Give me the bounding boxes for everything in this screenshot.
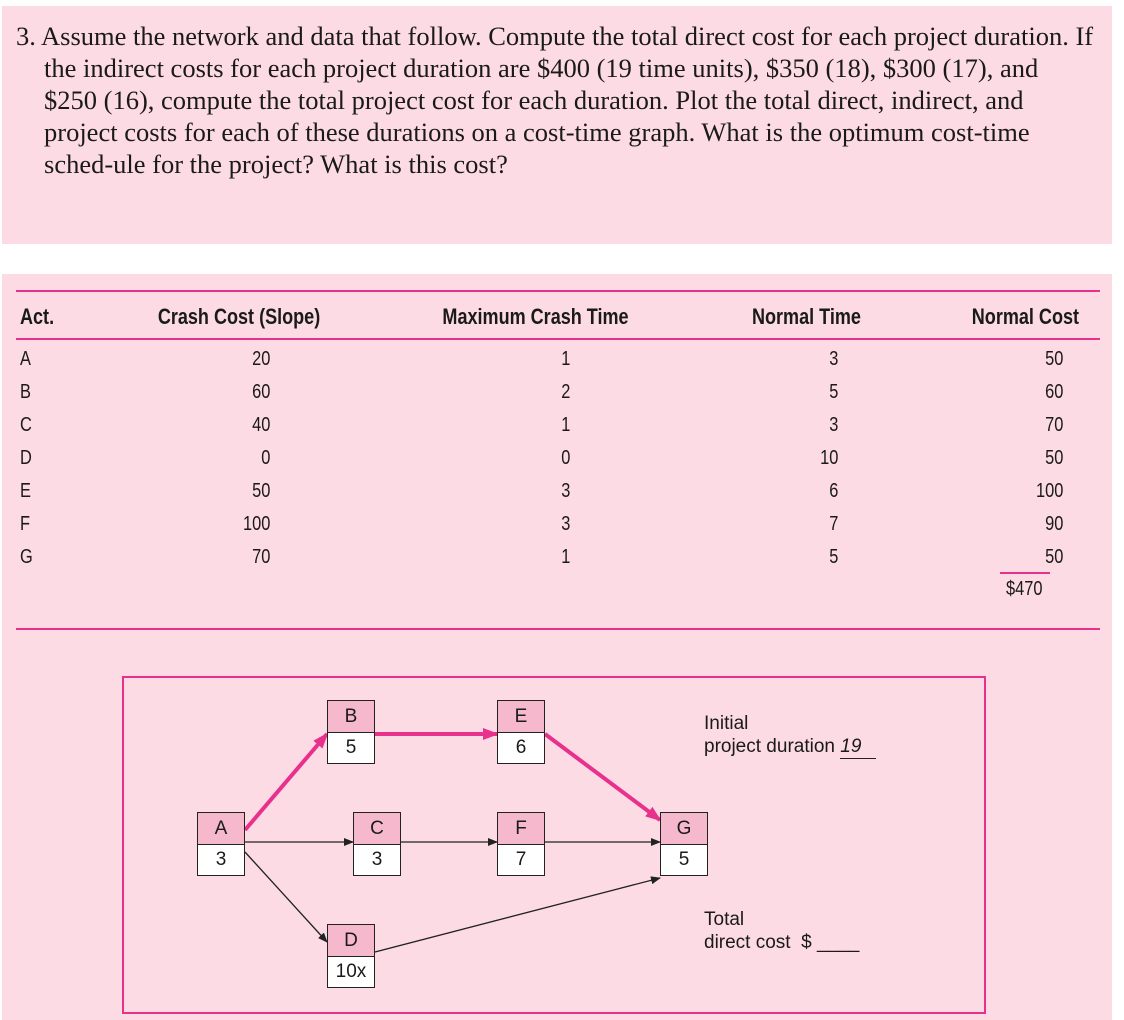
header-normal-time: Normal Time [751, 304, 861, 329]
activity-cell: B [20, 381, 31, 403]
initial-label-2: project duration [704, 736, 835, 757]
table-cell: 2 [561, 381, 571, 403]
table-cell: 70 [252, 546, 271, 568]
node-f-duration: 7 [498, 845, 544, 875]
total-direct-cost-note: Total direct cost $ ____ [704, 908, 859, 954]
table-cell: 40 [252, 414, 271, 436]
node-a-duration: 3 [198, 845, 244, 875]
initial-duration-value: 19 [840, 735, 877, 759]
table-cell: 1 [561, 348, 571, 370]
node-g: G 5 [660, 812, 708, 876]
node-g-label: G [661, 813, 707, 845]
node-f: F 7 [497, 812, 545, 876]
problem-text: 3. Assume the network and data that foll… [16, 21, 1094, 179]
table-cell: 20 [252, 348, 271, 370]
header-max-crash-time: Maximum Crash Time [442, 304, 629, 329]
node-a: A 3 [197, 812, 245, 876]
table-cell: 7 [829, 513, 839, 535]
table-cell: 3 [561, 513, 571, 535]
table-cell: 3 [561, 480, 571, 502]
table-cell: 3 [829, 348, 839, 370]
network-arrows [243, 728, 662, 953]
initial-duration-note: Initial project duration 19 [704, 712, 877, 759]
table-cell: 3 [829, 414, 839, 436]
node-b-label: B [328, 701, 374, 733]
table-cell: 100 [243, 513, 271, 535]
header-rule [16, 338, 1100, 340]
table-cell: 70 [1045, 414, 1064, 436]
node-a-label: A [198, 813, 244, 845]
edge-e-g [543, 732, 662, 822]
table-cell: 5 [829, 381, 839, 403]
activity-cell: E [20, 480, 31, 502]
node-d-label: D [328, 925, 374, 957]
node-f-label: F [498, 813, 544, 845]
table-cell: 6 [829, 480, 839, 502]
node-b-duration: 5 [328, 733, 374, 763]
total-direct-cost-value: ____ [817, 932, 860, 953]
activity-cell: C [20, 414, 32, 436]
node-c-label: C [354, 813, 400, 845]
network-diagram: A 3 B 5 C 3 D 10x E 6 F 7 G 5 Initial pr… [122, 676, 986, 1014]
activity-cell: A [20, 348, 31, 370]
activity-cell: D [20, 447, 32, 469]
table-cell: 1 [561, 546, 571, 568]
edge-a-d [244, 851, 328, 943]
node-e-duration: 6 [498, 733, 544, 763]
node-b: B 5 [327, 700, 375, 764]
table-bottom-rule [16, 628, 1100, 630]
total-label-1: Total [704, 909, 745, 930]
table-cell: 1 [561, 414, 571, 436]
table-cell: 0 [561, 447, 571, 469]
table-cell: 50 [252, 480, 271, 502]
node-c: C 3 [353, 812, 401, 876]
table-cell: 60 [1045, 381, 1064, 403]
table-cell: 10 [820, 447, 839, 469]
node-d: D 10x [327, 924, 375, 988]
node-c-duration: 3 [354, 845, 400, 875]
header-normal-cost: Normal Cost [971, 304, 1080, 329]
table-cell: 60 [252, 381, 271, 403]
header-crash-cost: Crash Cost (Slope) [157, 304, 321, 329]
activity-cell: G [20, 546, 33, 568]
table-cell: 50 [1045, 447, 1064, 469]
table-cell: 100 [1036, 480, 1064, 502]
header-act: Act. [20, 304, 55, 329]
edge-a-b [243, 732, 329, 832]
table-cell: 50 [1045, 348, 1064, 370]
table-top-rule [16, 290, 1100, 292]
node-e: E 6 [497, 700, 545, 764]
table-cell: 90 [1045, 513, 1064, 535]
edge-d-g [374, 876, 661, 953]
table-cell: 50 [1045, 546, 1064, 568]
table-cell: 5 [829, 546, 839, 568]
node-d-duration: 10x [328, 957, 374, 987]
node-g-duration: 5 [661, 845, 707, 875]
problem-statement-box: 3. Assume the network and data that foll… [2, 6, 1112, 244]
sum-rule [1000, 572, 1050, 574]
initial-label-1: Initial [704, 713, 749, 734]
total-label-2: direct cost $ [704, 932, 812, 953]
node-e-label: E [498, 701, 544, 733]
activity-cell: F [20, 513, 31, 535]
table-cell: 0 [261, 447, 271, 469]
total-normal-cost: $470 [1006, 578, 1043, 600]
